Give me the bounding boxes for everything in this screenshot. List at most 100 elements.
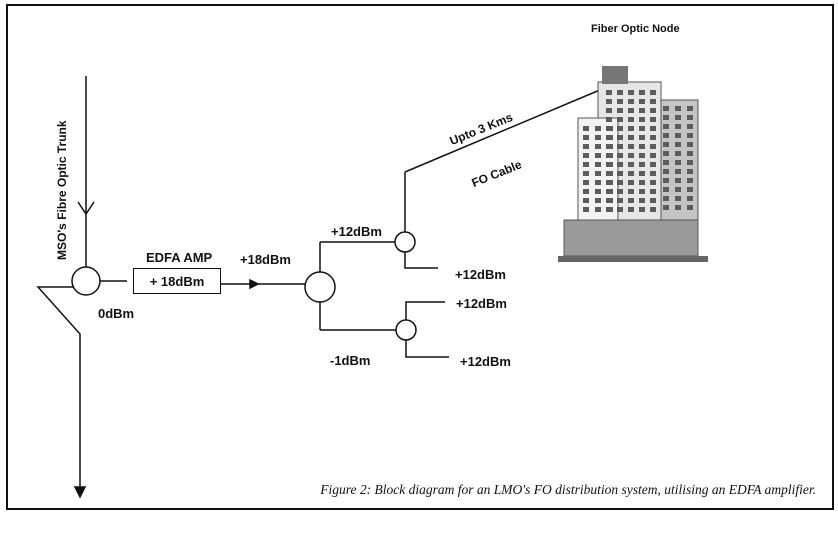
building-window (650, 90, 656, 95)
building-window (583, 198, 589, 203)
building-window (628, 180, 634, 185)
building-window (628, 117, 634, 122)
building-window (628, 135, 634, 140)
building-window (617, 162, 623, 167)
amp-gain-label: + 18dBm (149, 273, 205, 289)
building-window (617, 117, 623, 122)
building-window (607, 144, 613, 149)
building-window (607, 189, 613, 194)
building-window (583, 162, 589, 167)
building-window (583, 153, 589, 158)
building-window (650, 99, 656, 104)
lower-output-label-2: +12dBm (460, 354, 511, 369)
building-window (639, 171, 645, 176)
building-window (663, 178, 669, 183)
building-window (583, 207, 589, 212)
building-window (617, 171, 623, 176)
building-window (628, 99, 634, 104)
building-window (595, 162, 601, 167)
building-window (617, 99, 623, 104)
building-window (617, 126, 623, 131)
lower-coupler (395, 319, 417, 341)
building-window (607, 198, 613, 203)
building-window (595, 198, 601, 203)
building-window (650, 153, 656, 158)
building-window (687, 187, 693, 192)
building-window (675, 142, 681, 147)
input-coupler (71, 266, 101, 296)
building-window (663, 106, 669, 111)
building-window (583, 180, 589, 185)
building-window (628, 162, 634, 167)
building-window (639, 108, 645, 113)
building-window (607, 180, 613, 185)
building-window (663, 187, 669, 192)
building-window (650, 135, 656, 140)
building-window (639, 207, 645, 212)
building-window (675, 151, 681, 156)
upper-coupler-out (404, 252, 438, 269)
building-window (675, 187, 681, 192)
building-window (675, 196, 681, 201)
building-window (628, 198, 634, 203)
building-window (639, 144, 645, 149)
building-window (595, 126, 601, 131)
building-window (639, 162, 645, 167)
building-window (628, 108, 634, 113)
building-window (628, 126, 634, 131)
building-window (617, 108, 623, 113)
building-window (687, 133, 693, 138)
building-window (595, 144, 601, 149)
building-window (639, 189, 645, 194)
building-window (628, 207, 634, 212)
building-window (650, 126, 656, 131)
lower-output-label-1: +12dBm (456, 296, 507, 311)
node-label: Fiber Optic Node (591, 23, 680, 35)
building-window (663, 169, 669, 174)
building-window (687, 196, 693, 201)
building-window (595, 135, 601, 140)
building-window (639, 180, 645, 185)
building-window (650, 180, 656, 185)
upper-coupler (394, 231, 416, 253)
building-illustration (558, 66, 708, 262)
building-window (606, 99, 612, 104)
building-window (607, 207, 613, 212)
building-window (639, 90, 645, 95)
building-window (639, 117, 645, 122)
building-window (595, 153, 601, 158)
diagram-frame: MSO's Fibre Optic Trunk + 18dBm EDFA AMP… (6, 4, 834, 510)
building-window (687, 178, 693, 183)
building-window (687, 115, 693, 120)
building-window (639, 135, 645, 140)
building-window (617, 180, 623, 185)
building-window (607, 126, 613, 131)
trunk-output-arrow (73, 486, 87, 499)
building-window (617, 198, 623, 203)
lower-coupler-out-2 (405, 340, 449, 358)
building-window (639, 99, 645, 104)
lower-branch-label: -1dBm (330, 353, 371, 368)
figure-caption: Figure 2: Block diagram for an LMO's FO … (320, 482, 816, 497)
upper-branch-label: +12dBm (331, 224, 382, 239)
building-window (687, 205, 693, 210)
input-level-label: 0dBm (98, 306, 135, 321)
building-window (617, 207, 623, 212)
building-window (583, 189, 589, 194)
trunk-bypass-line (36, 286, 81, 491)
building-window (639, 198, 645, 203)
building-window (663, 160, 669, 165)
building-window (583, 135, 589, 140)
building-window (628, 90, 634, 95)
building-window (687, 124, 693, 129)
building-window (675, 205, 681, 210)
building-window (607, 153, 613, 158)
building-window (583, 126, 589, 131)
lower-coupler-out-1 (405, 301, 445, 320)
building-window (595, 180, 601, 185)
building-window (628, 144, 634, 149)
building-window (617, 90, 623, 95)
building-window (675, 115, 681, 120)
building-window (607, 135, 613, 140)
building-window (687, 151, 693, 156)
